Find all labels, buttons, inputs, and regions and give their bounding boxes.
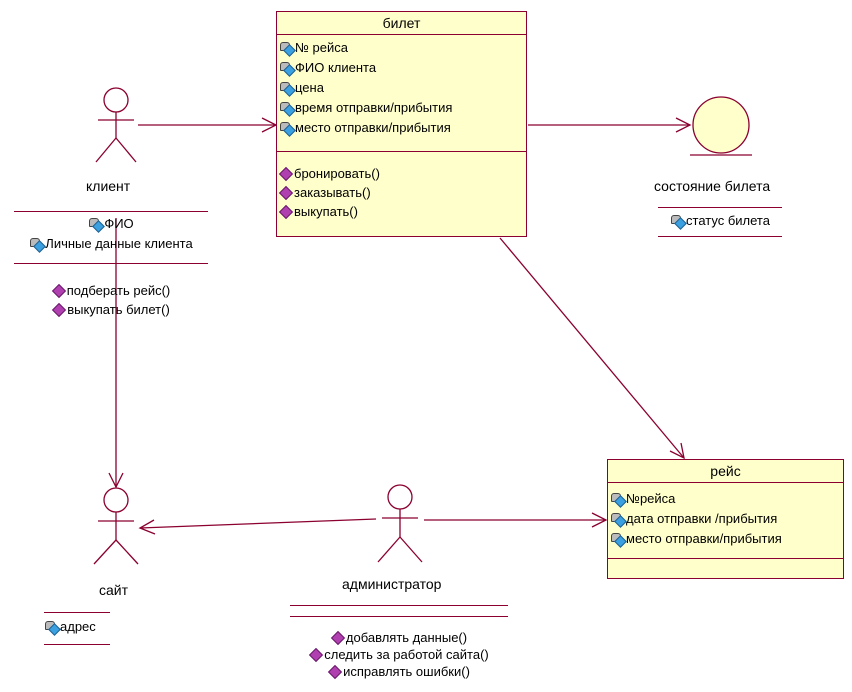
- operation-icon: [309, 647, 324, 662]
- actor-sait-attributes: адрес: [44, 617, 110, 637]
- operation-icon: [278, 204, 294, 219]
- actor-admin-name: администратор: [342, 576, 442, 592]
- class-bilet-attributes: № рейса ФИО клиента цена время отправки/…: [277, 35, 526, 152]
- attribute-row[interactable]: место отправки/прибытия: [279, 118, 524, 138]
- operation-row[interactable]: выкупать(): [278, 202, 524, 221]
- operation-label: исправлять ошибки(): [343, 664, 470, 679]
- class-reis-title: рейс: [608, 460, 843, 483]
- attribute-icon: [88, 217, 106, 233]
- divider: [658, 236, 782, 237]
- operation-row[interactable]: бронировать(): [278, 164, 524, 183]
- attribute-row[interactable]: цена: [279, 78, 524, 98]
- attribute-label: № рейса: [295, 40, 349, 55]
- divider: [44, 644, 110, 645]
- divider: [14, 263, 208, 264]
- operation-label: заказывать(): [294, 185, 371, 200]
- assoc-admin-sait[interactable]: [138, 518, 377, 535]
- operation-label: подберать рейс(): [66, 283, 171, 298]
- attribute-icon: [610, 512, 627, 528]
- assoc-klient-sait[interactable]: [108, 218, 124, 489]
- operation-row[interactable]: выкупать билет(): [14, 300, 208, 319]
- operation-row[interactable]: исправлять ошибки(): [290, 663, 508, 680]
- operation-row[interactable]: следить за работой сайта(): [290, 646, 508, 663]
- divider: [44, 612, 110, 613]
- attribute-icon: [279, 81, 296, 97]
- attribute-label: адрес: [60, 619, 96, 634]
- attribute-label: цена: [295, 80, 324, 95]
- attribute-label: Личные данные клиента: [45, 236, 193, 251]
- actor-klient-name: клиент: [86, 178, 131, 194]
- attribute-label: место отправки/прибытия: [295, 120, 451, 135]
- actor-klient-attributes: ФИО Личные данные клиента: [14, 214, 208, 254]
- operation-row[interactable]: добавлять данные(): [290, 629, 508, 646]
- actor-admin-figure[interactable]: [377, 484, 423, 563]
- attribute-icon: [279, 101, 296, 117]
- operation-icon: [328, 664, 343, 679]
- attribute-row[interactable]: ФИО клиента: [279, 58, 524, 78]
- attribute-label: статус билета: [686, 213, 770, 228]
- attribute-row[interactable]: адрес: [44, 617, 110, 637]
- class-reis-attributes: №рейса дата отправки /прибытия место отп…: [608, 483, 843, 559]
- entity-status-name: состояние билета: [654, 178, 771, 194]
- assoc-bilet-status[interactable]: [528, 117, 692, 133]
- attribute-label: ФИО: [104, 216, 134, 231]
- assoc-bilet-reis[interactable]: [499, 237, 685, 460]
- entity-status-attributes: статус билета: [658, 211, 782, 231]
- actor-sait-figure[interactable]: [93, 487, 139, 565]
- actor-sait-name: сайт: [99, 582, 129, 598]
- operation-row[interactable]: заказывать(): [278, 183, 524, 202]
- divider: [290, 605, 508, 606]
- attribute-row[interactable]: статус билета: [658, 211, 782, 231]
- divider: [14, 211, 208, 212]
- attribute-row[interactable]: №рейса: [610, 489, 841, 509]
- operation-icon: [278, 185, 294, 200]
- attribute-row[interactable]: № рейса: [279, 38, 524, 58]
- class-reis-operations: [608, 559, 843, 565]
- attribute-icon: [610, 492, 627, 508]
- divider: [658, 207, 782, 208]
- attribute-icon: [279, 41, 296, 57]
- entity-status-symbol[interactable]: [690, 96, 752, 156]
- attribute-row[interactable]: Личные данные клиента: [14, 234, 208, 254]
- class-bilet-operations: бронировать() заказывать() выкупать(): [277, 152, 526, 224]
- operation-label: добавлять данные(): [345, 630, 468, 645]
- attribute-icon: [44, 620, 61, 636]
- class-reis[interactable]: рейс №рейса дата отправки /прибытия мест…: [607, 459, 844, 579]
- class-bilet-title: билет: [277, 12, 526, 35]
- attribute-icon: [670, 214, 687, 230]
- assoc-klient-bilet[interactable]: [138, 117, 278, 133]
- operation-label: выкупать(): [294, 204, 358, 219]
- operation-label: бронировать(): [294, 166, 380, 181]
- attribute-icon: [279, 121, 296, 137]
- actor-klient-figure[interactable]: [95, 87, 137, 163]
- operation-icon: [52, 302, 67, 317]
- operation-label: выкупать билет(): [67, 302, 170, 317]
- operation-row[interactable]: подберать рейс(): [14, 281, 208, 300]
- attribute-row[interactable]: ФИО: [14, 214, 208, 234]
- operation-icon: [330, 630, 345, 645]
- operation-icon: [51, 283, 66, 298]
- attribute-icon: [29, 237, 47, 253]
- attribute-row[interactable]: место отправки/прибытия: [610, 529, 841, 549]
- attribute-label: место отправки/прибытия: [626, 531, 782, 546]
- attribute-label: время отправки/прибытия: [295, 100, 453, 115]
- actor-klient-operations: подберать рейс() выкупать билет(): [14, 281, 208, 319]
- class-bilet[interactable]: билет № рейса ФИО клиента цена время отп…: [276, 11, 527, 237]
- attribute-label: №рейса: [626, 491, 676, 506]
- attribute-row[interactable]: дата отправки /прибытия: [610, 509, 841, 529]
- divider: [290, 616, 508, 617]
- attribute-row[interactable]: время отправки/прибытия: [279, 98, 524, 118]
- operation-icon: [278, 166, 294, 181]
- assoc-admin-reis[interactable]: [424, 512, 608, 528]
- attribute-icon: [610, 532, 627, 548]
- attribute-label: дата отправки /прибытия: [626, 511, 778, 526]
- actor-admin-operations: добавлять данные() следить за работой са…: [290, 629, 508, 680]
- operation-label: следить за работой сайта(): [324, 647, 489, 662]
- attribute-icon: [279, 61, 296, 77]
- attribute-label: ФИО клиента: [295, 60, 377, 75]
